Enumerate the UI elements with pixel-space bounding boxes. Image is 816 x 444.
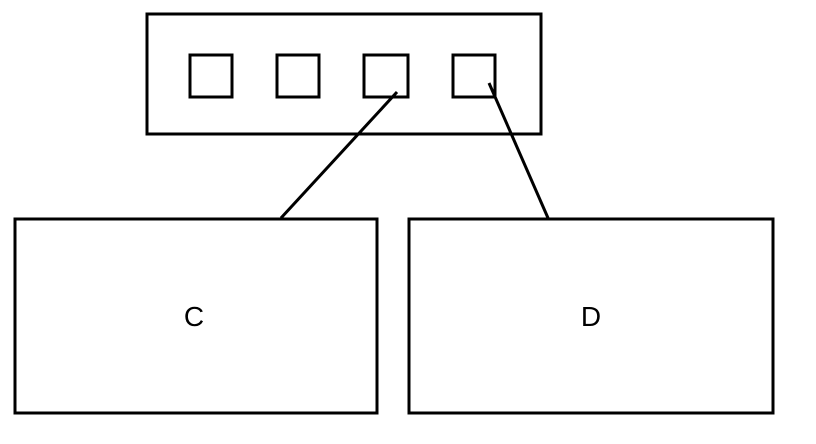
connector-slot-4-to-box-d bbox=[487, 82, 550, 219]
box-d bbox=[407, 217, 775, 415]
box-c-label: C bbox=[184, 301, 204, 332]
connector-slot-3-to-box-c bbox=[279, 90, 399, 220]
box-c bbox=[13, 217, 379, 415]
slot-4 bbox=[451, 53, 497, 99]
slot-2 bbox=[275, 53, 321, 99]
slot-3 bbox=[362, 53, 410, 99]
box-d-label: D bbox=[581, 301, 601, 332]
slot-1 bbox=[188, 53, 234, 99]
